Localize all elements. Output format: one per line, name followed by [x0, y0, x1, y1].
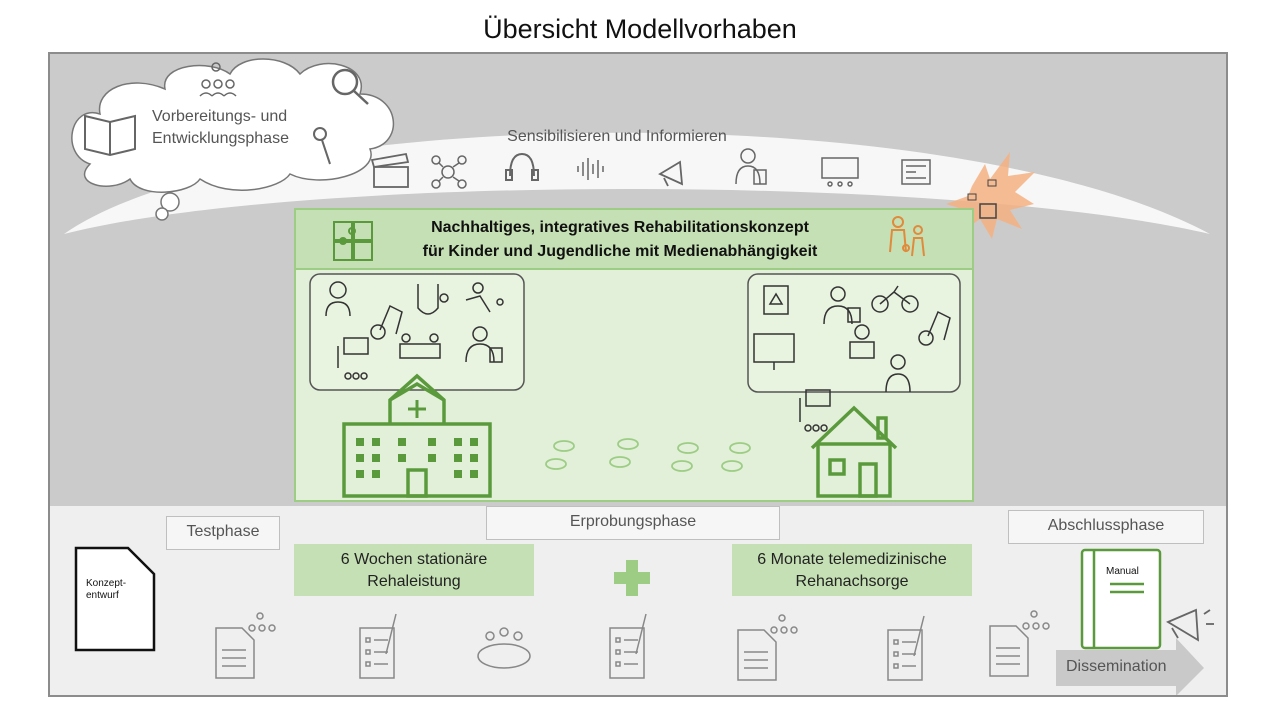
manual-label: Manual: [1106, 566, 1139, 577]
clinic-activities-box: [309, 273, 525, 391]
checklist-pen-icon-2: [609, 613, 647, 679]
aftercare-line1: 6 Monate telemedizinische: [757, 551, 947, 568]
cloud-label-line1: Vorbereitungs- und: [152, 108, 288, 125]
cloud-label-line2: Entwicklungsphase: [152, 130, 289, 147]
concept-title-line1: Nachhaltiges, integratives Rehabilitatio…: [431, 219, 809, 236]
dissemination-arrow: [1056, 638, 1204, 695]
concept-draft-line1: Konzept-: [86, 578, 127, 589]
document-team-icon-1: [215, 612, 276, 679]
meeting-table-icon: [477, 627, 531, 669]
manual-book-icon: [1080, 548, 1162, 650]
document-team-icon-2: [737, 614, 798, 681]
home-icon: [810, 405, 898, 498]
microphone-icon: [313, 127, 331, 165]
footprints-icon: [545, 438, 751, 472]
inpatient-rehab-box: 6 Wochen stationäre Rehaleistung: [294, 544, 534, 596]
megaphone-icon: [658, 160, 684, 187]
network-icon: [431, 155, 467, 189]
concept-draft-doc: [74, 546, 156, 652]
home-activity-icons: [753, 285, 951, 432]
home-activities-box: [747, 273, 961, 393]
final-phase-label: Abschlussphase: [1008, 510, 1204, 544]
open-book-icon: [84, 114, 136, 157]
aftercare-line2: Rehanachsorge: [795, 573, 909, 590]
family-icon: [889, 216, 925, 257]
megaphone-dissemination-icon: [1166, 608, 1214, 642]
clapperboard-icon: [370, 152, 410, 188]
concept-title-line2: für Kinder und Jugendliche mit Medienabh…: [422, 243, 818, 260]
test-phase-label: Testphase: [166, 516, 280, 550]
inpatient-line2: Rehaleistung: [367, 573, 461, 590]
clinic-windows: [356, 438, 478, 478]
thought-bubble-small: [155, 192, 180, 221]
arc-layer: [64, 58, 1214, 695]
document-team-icon-3: [989, 610, 1050, 677]
teacher-icon: [735, 148, 767, 185]
plus-icon: [614, 560, 650, 596]
newspaper-icon: [901, 159, 931, 185]
concept-draft-label: Konzept- entwurf: [86, 578, 150, 602]
magnifier-icon: [331, 68, 369, 105]
audio-wave-icon: [577, 158, 604, 180]
concept-illustration: [309, 216, 961, 498]
concept-title: Nachhaltiges, integratives Rehabilitatio…: [380, 216, 860, 264]
presentation-icon: [821, 157, 859, 187]
inpatient-line1: 6 Wochen stationäre: [340, 551, 488, 568]
clinic-activity-icons: [325, 281, 504, 380]
cloud-label: Vorbereitungs- und Entwicklungsphase: [152, 106, 322, 150]
dissemination-label: Dissemination: [1066, 658, 1167, 675]
team-lightbulb-icon: [199, 62, 237, 97]
page-title: Übersicht Modellvorhaben: [483, 14, 797, 44]
arc-label: Sensibilisieren und Informieren: [507, 128, 727, 145]
telemedicine-aftercare-box: 6 Monate telemedizinische Rehanachsorge: [732, 544, 972, 596]
checklist-pen-icon-3: [887, 615, 925, 681]
diagram-frame: Vorbereitungs- und Entwicklungsphase Sen…: [48, 52, 1228, 697]
headphones-icon: [505, 152, 539, 181]
trial-phase-label: Erprobungsphase: [486, 506, 780, 540]
concept-header: [294, 208, 974, 270]
checklist-pen-icon-1: [359, 613, 397, 679]
clinic-building-icon: [342, 373, 492, 498]
cloud-shape: [71, 58, 395, 193]
concept-draft-line2: entwurf: [86, 590, 119, 601]
puzzle-icon: [333, 221, 373, 261]
